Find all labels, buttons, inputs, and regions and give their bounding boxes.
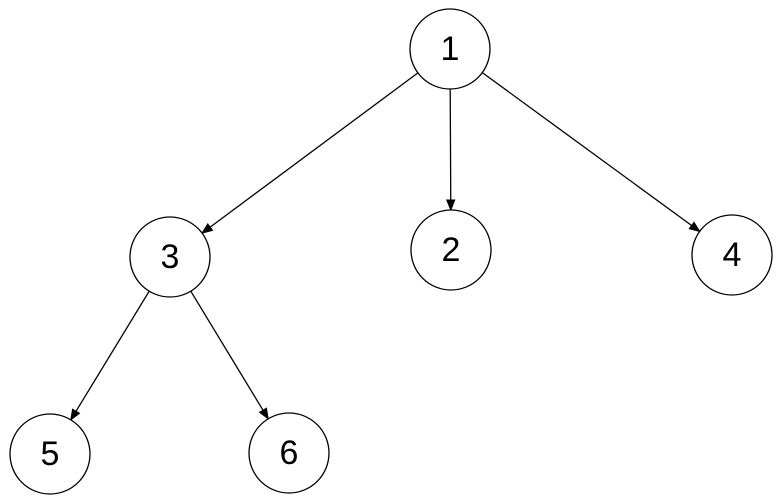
tree-node-6: 6 <box>248 412 330 494</box>
edge-arrow-1-to-4 <box>481 72 701 233</box>
nodes-layer: 1 2 3 4 5 6 <box>9 8 773 495</box>
tree-node-2: 2 <box>410 209 492 291</box>
node-label-2: 2 <box>442 231 461 269</box>
tree-node-3: 3 <box>129 216 211 298</box>
node-label-5: 5 <box>41 435 60 473</box>
node-circle-5 <box>9 413 91 495</box>
node-circle-3 <box>129 216 211 298</box>
edge-arrow-1-to-2 <box>446 88 456 212</box>
edges-layer <box>70 72 701 421</box>
tree-node-4: 4 <box>691 214 773 296</box>
node-label-4: 4 <box>723 236 742 274</box>
edge-arrow-3-to-5 <box>70 290 150 421</box>
edge-arrow-3-to-6 <box>190 290 269 420</box>
node-label-1: 1 <box>441 30 460 68</box>
node-circle-6 <box>248 412 330 494</box>
tree-node-1: 1 <box>409 8 491 90</box>
node-circle-1 <box>409 8 491 90</box>
edge-arrow-1-to-3 <box>201 72 419 234</box>
node-label-6: 6 <box>280 434 299 472</box>
node-circle-4 <box>691 214 773 296</box>
node-circle-2 <box>410 209 492 291</box>
tree-node-5: 5 <box>9 413 91 495</box>
node-label-3: 3 <box>161 238 180 276</box>
